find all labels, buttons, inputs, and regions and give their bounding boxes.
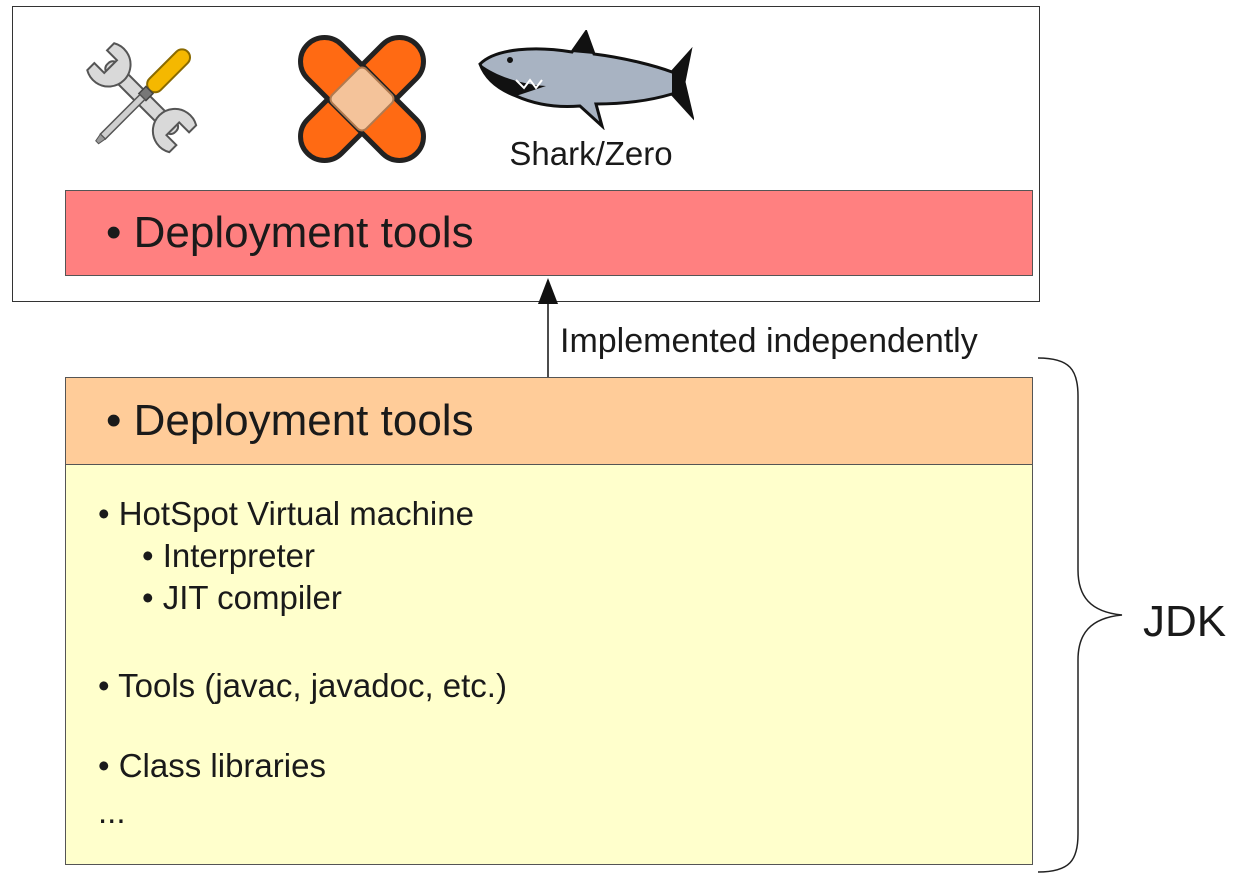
list-item-class-libraries: • Class libraries <box>98 747 326 784</box>
bandage-icon <box>298 35 426 163</box>
arrow-label: Implemented independently <box>560 322 978 360</box>
list-item-ellipsis: ... <box>98 793 126 830</box>
jdk-label: JDK <box>1143 597 1227 646</box>
deployment-tools-label-top: • Deployment tools <box>106 208 474 257</box>
jdk-brace <box>1037 357 1123 873</box>
jdk-box: • Deployment tools • HotSpot Virtual mac… <box>65 377 1033 865</box>
shark-icon <box>478 30 694 130</box>
list-item-tools: • Tools (javac, javadoc, etc.) <box>98 667 507 704</box>
list-item-hotspot: • HotSpot Virtual machine <box>98 495 474 532</box>
deployment-tools-label-jdk: • Deployment tools <box>106 396 474 445</box>
list-item-jit-compiler: • JIT compiler <box>142 579 342 616</box>
shark-zero-caption: Shark/Zero <box>509 135 673 172</box>
deployment-tools-box-jdk: • Deployment tools <box>66 378 1032 465</box>
upward-arrow <box>538 278 558 378</box>
tools-icon <box>86 42 198 154</box>
deployment-tools-box-top: • Deployment tools <box>65 190 1033 276</box>
list-item-interpreter: • Interpreter <box>142 537 315 574</box>
